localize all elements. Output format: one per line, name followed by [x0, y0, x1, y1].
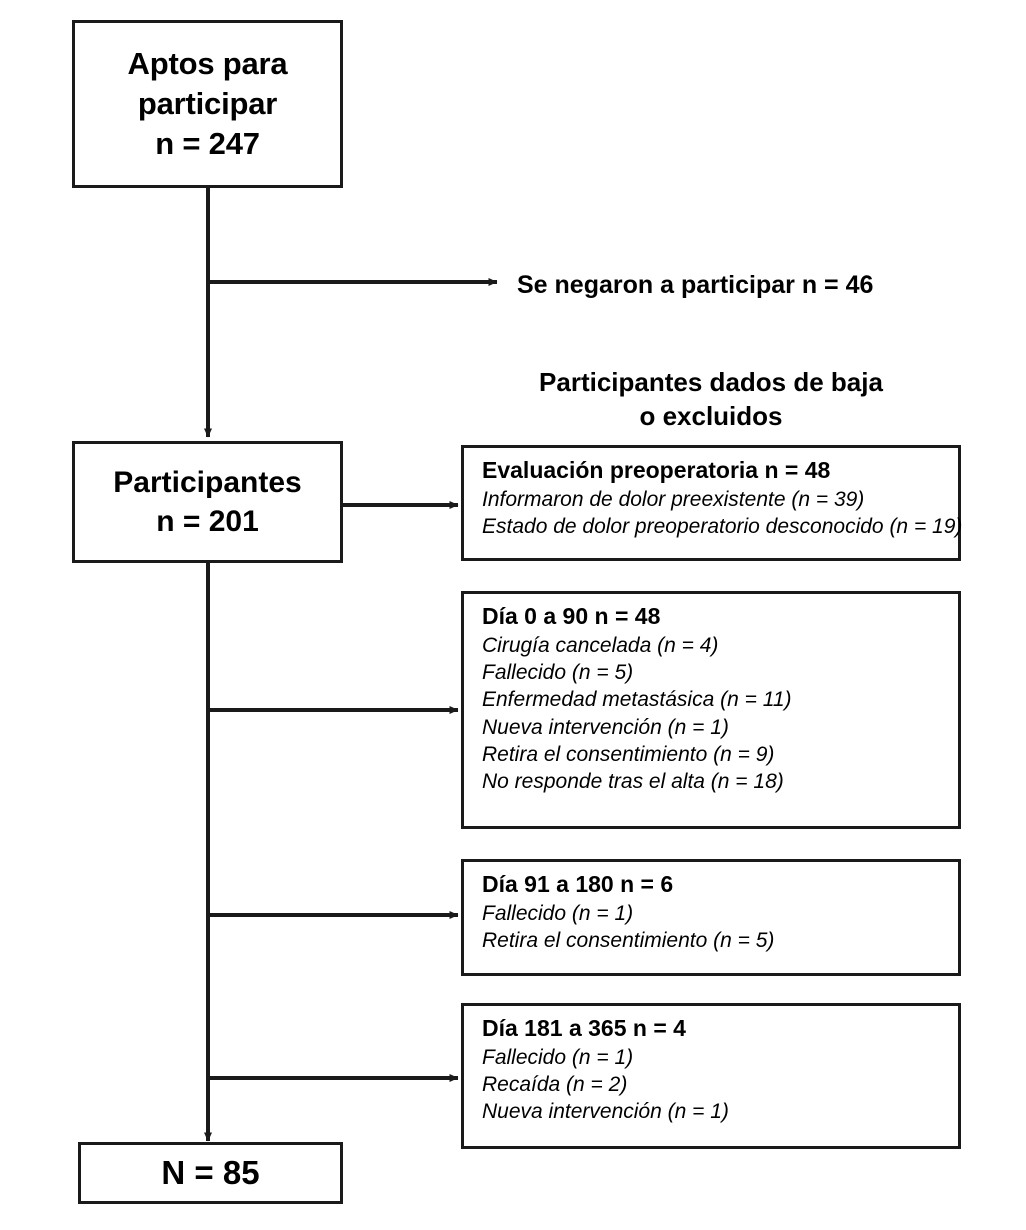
exclusion-day0to90-item-2: Enfermedad metastásica (n = 11) — [482, 688, 792, 712]
node-eligible-line3: n = 247 — [155, 126, 260, 162]
exclusion-day0to90-item-3: Nueva intervención (n = 1) — [482, 715, 729, 739]
node-eligible-line1: Aptos para — [127, 45, 288, 81]
node-participants-line2: n = 201 — [156, 505, 259, 538]
exclusion-day0to90-item-5: No responde tras el alta (n = 18) — [482, 770, 784, 794]
exclusion-preop-item-1: Estado de dolor preoperatorio desconocid… — [482, 515, 963, 539]
node-final-line1: N = 85 — [161, 1154, 260, 1192]
exclusion-day0to90-item-0: Cirugía cancelada (n = 4) — [482, 633, 719, 657]
exclusion-preop-item-0: Informaron de dolor preexistente (n = 39… — [482, 487, 865, 511]
node-eligible-line2: participar — [137, 85, 278, 121]
node-exclusion-day91to180: Día 91 a 180 n = 6 Fallecido (n = 1) Ret… — [461, 859, 961, 976]
exclusion-day181to365-header: Día 181 a 365 n = 4 — [482, 1015, 686, 1041]
exclusion-day0to90-item-4: Retira el consentimiento (n = 9) — [482, 743, 775, 767]
node-exclusion-day181to365: Día 181 a 365 n = 4 Fallecido (n = 1) Re… — [461, 1003, 961, 1149]
exclusion-day91to180-item-0: Fallecido (n = 1) — [482, 901, 634, 925]
exclusion-day0to90-item-1: Fallecido (n = 5) — [482, 661, 634, 685]
exclusion-day91to180-item-1: Retira el consentimiento (n = 5) — [482, 929, 775, 953]
exclusion-day181to365-item-2: Nueva intervención (n = 1) — [482, 1100, 729, 1124]
exclusion-day0to90-header: Día 0 a 90 n = 48 — [482, 603, 661, 629]
label-refused: Se negaron a participar n = 46 — [517, 271, 874, 299]
exclusion-day181to365-item-0: Fallecido (n = 1) — [482, 1045, 634, 1069]
node-exclusion-preop: Evaluación preoperatoria n = 48 Informar… — [461, 445, 963, 561]
exclusion-preop-header: Evaluación preoperatoria n = 48 — [482, 457, 831, 483]
exclusion-day181to365-item-1: Recaída (n = 2) — [482, 1073, 628, 1097]
node-final-sample: N = 85 — [78, 1142, 343, 1204]
node-exclusion-day0to90: Día 0 a 90 n = 48 Cirugía cancelada (n =… — [461, 591, 961, 829]
exclusion-day91to180-header: Día 91 a 180 n = 6 — [482, 871, 674, 897]
node-participants: Participantes n = 201 — [72, 441, 343, 563]
node-eligible: Aptos para participar n = 247 — [72, 20, 343, 188]
label-excluded-heading-line1: Participantes dados de baja — [539, 367, 883, 397]
label-excluded-heading-line2: o excluidos — [639, 401, 783, 431]
node-participants-line1: Participantes — [113, 466, 302, 499]
